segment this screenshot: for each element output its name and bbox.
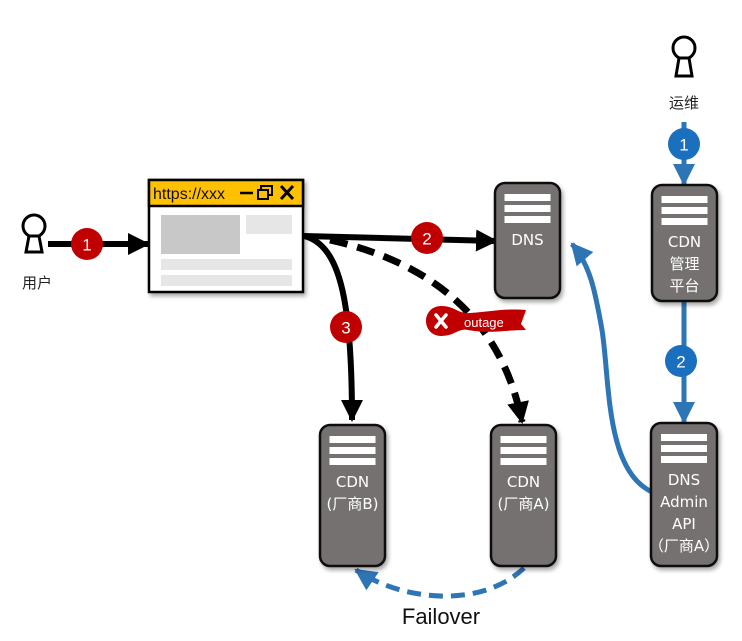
user-actor: 用户 bbox=[21, 213, 52, 292]
content-line-placeholder bbox=[161, 259, 292, 270]
server-label-line: Admin bbox=[660, 493, 708, 511]
server-label-line: 平台 bbox=[669, 277, 699, 295]
arrow-failover bbox=[354, 566, 526, 599]
server-label-line: (厂商A) bbox=[498, 495, 550, 513]
badge-ops-step-2: 2 bbox=[665, 345, 697, 377]
server-cdn-vendor-b: CDN (厂商B) bbox=[318, 423, 387, 568]
svg-text:1: 1 bbox=[679, 136, 688, 155]
person-icon bbox=[671, 35, 697, 78]
restore-icon[interactable] bbox=[257, 185, 273, 200]
ops-label: 运维 bbox=[669, 94, 699, 112]
content-line-placeholder bbox=[161, 275, 292, 286]
outage-label: outage bbox=[464, 315, 504, 330]
server-dns: DNS bbox=[493, 181, 562, 300]
svg-text:2: 2 bbox=[676, 353, 685, 372]
failover-label: Failover bbox=[402, 604, 480, 629]
arrow-browser-to-dns bbox=[303, 229, 498, 252]
server-label-line: （厂商A） bbox=[649, 537, 719, 555]
server-label-line: DNS bbox=[668, 471, 700, 489]
server-rack-icon bbox=[329, 436, 376, 465]
browser-titlebar bbox=[147, 178, 305, 208]
server-cdn-vendor-a: CDN (厂商A) bbox=[489, 423, 558, 568]
server-rack-icon bbox=[661, 434, 707, 463]
arrow-browser-to-cdn-a-dashed bbox=[329, 236, 529, 424]
server-label-line: DNS bbox=[511, 231, 543, 249]
svg-text:2: 2 bbox=[422, 230, 431, 249]
server-label-line: (厂商B) bbox=[327, 495, 379, 513]
arrow-dns-admin-to-dns bbox=[570, 242, 654, 495]
badge-user-step-3: 3 bbox=[330, 311, 362, 343]
server-label-line: 管理 bbox=[669, 255, 699, 273]
arrow-browser-to-cdn-b bbox=[303, 233, 363, 422]
server-rack-icon bbox=[504, 194, 551, 223]
server-label-line: CDN bbox=[668, 233, 701, 251]
badge-user-step-2: 2 bbox=[411, 222, 443, 254]
content-side-placeholder bbox=[246, 215, 292, 234]
person-icon bbox=[21, 213, 47, 254]
ops-actor: 运维 bbox=[669, 35, 699, 112]
x-icon bbox=[434, 313, 448, 329]
svg-text:1: 1 bbox=[82, 236, 91, 255]
server-label-line: CDN bbox=[507, 473, 540, 491]
server-rack-icon bbox=[500, 436, 547, 465]
browser-url: https://xxx bbox=[153, 186, 225, 203]
badge-user-step-1: 1 bbox=[71, 228, 103, 260]
outage-flag: outage bbox=[426, 306, 526, 336]
badge-ops-step-1: 1 bbox=[668, 128, 700, 160]
close-icon[interactable] bbox=[279, 184, 295, 201]
server-label-line: CDN bbox=[336, 473, 369, 491]
server-rack-icon bbox=[661, 196, 708, 225]
server-label-line: API bbox=[672, 515, 696, 533]
content-image-placeholder bbox=[161, 215, 240, 254]
svg-text:3: 3 bbox=[341, 319, 350, 338]
browser-window: https://xxx bbox=[147, 178, 305, 294]
user-label: 用户 bbox=[22, 274, 52, 292]
